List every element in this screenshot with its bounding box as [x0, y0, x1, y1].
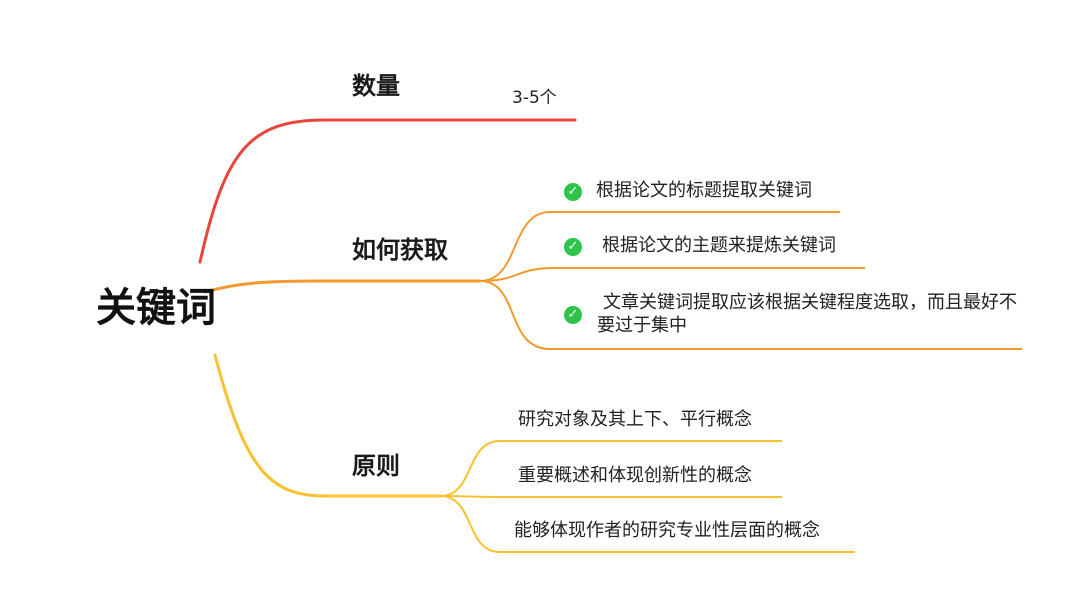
connector-yuanze-3 [439, 495, 855, 553]
leaf-yuanze-1[interactable]: 研究对象及其上下、平行概念 [518, 409, 752, 430]
root-node[interactable]: 关键词 [96, 285, 216, 331]
branch-ruhehuoqu[interactable]: 如何获取 [352, 236, 448, 264]
leaf-ruhehuoqu-2[interactable]: 根据论文的主题来提炼关键词 [602, 235, 836, 256]
leaf-shuliang-1[interactable]: 3-5个 [512, 88, 557, 108]
leaf-yuanze-2[interactable]: 重要概述和体现创新性的概念 [518, 465, 752, 486]
connector-root-yuanze [213, 353, 442, 498]
check-icon: ✓ [564, 183, 582, 201]
leaf-ruhehuoqu-1[interactable]: 根据论文的标题提取关键词 [596, 180, 812, 201]
check-icon: ✓ [564, 306, 582, 324]
branch-yuanze[interactable]: 原则 [352, 452, 400, 480]
connector-yuanze-2 [439, 495, 782, 498]
branch-shuliang[interactable]: 数量 [352, 72, 400, 100]
connector-root-ruhehuoqu [203, 279, 482, 294]
check-icon: ✓ [564, 238, 582, 256]
connector-ruhehuoqu-1 [479, 211, 840, 282]
leaf-yuanze-3[interactable]: 能够体现作者的研究专业性层面的概念 [514, 520, 820, 541]
connector-ruhehuoqu-2 [479, 267, 865, 282]
leaf-ruhehuoqu-3[interactable]: 文章关键词提取应该根据关键程度选取，而且最好不要过于集中 [597, 292, 1017, 336]
connector-ruhehuoqu-3 [479, 280, 1022, 350]
connector-yuanze-1 [439, 440, 782, 497]
connector-root-shuliang [198, 118, 577, 264]
